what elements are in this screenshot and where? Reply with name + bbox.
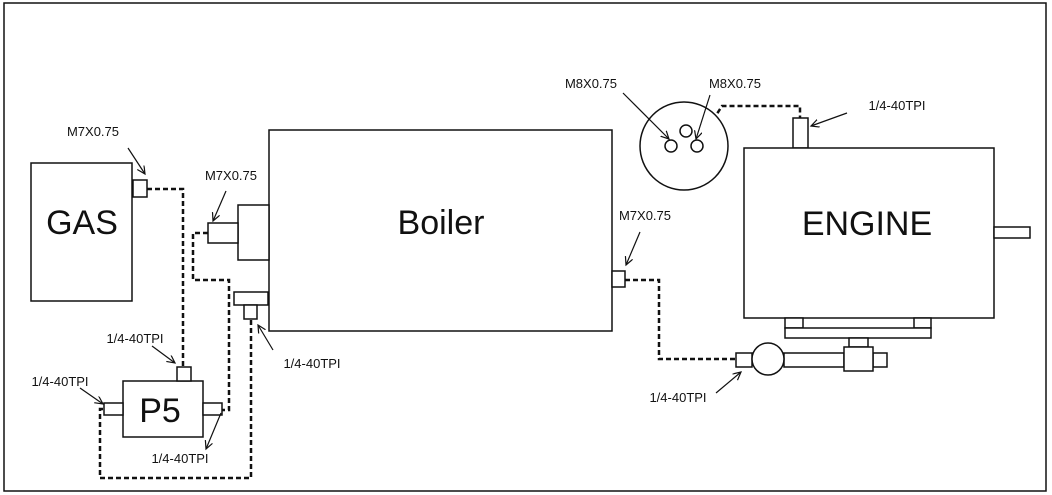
arrow	[206, 412, 222, 449]
arrow	[258, 325, 274, 351]
pump-p5: P5	[103, 366, 223, 438]
boiler-to-pump-tube	[98, 320, 253, 480]
gas-to-pump-tube	[147, 187, 185, 367]
engine-top-label: 1/4-40TPI	[868, 98, 925, 113]
flywheel-right-label: M8X0.75	[709, 76, 761, 91]
oiler	[735, 337, 888, 376]
arrow	[79, 387, 103, 404]
boiler-outlet-connector	[611, 270, 626, 288]
engine-label: ENGINE	[802, 205, 932, 243]
gas-label: GAS	[46, 204, 118, 242]
boiler-bottom-label: 1/4-40TPI	[283, 356, 340, 371]
burner-block	[237, 204, 270, 261]
arrow	[622, 92, 669, 139]
gas-outlet-connector	[132, 179, 148, 198]
pump-top-label: 1/4-40TPI	[106, 331, 163, 346]
pump-left-label: 1/4-40TPI	[31, 374, 88, 389]
oiler-label: 1/4-40TPI	[649, 390, 706, 405]
arrow	[213, 190, 227, 221]
pump-right-label: 1/4-40TPI	[151, 451, 208, 466]
arrow	[715, 372, 741, 394]
arrow	[151, 345, 175, 363]
boiler-outlet-label: M7X0.75	[619, 208, 671, 223]
engine-base	[784, 327, 932, 339]
gas-outlet-label: M7X0.75	[67, 124, 119, 139]
arrow	[626, 231, 641, 265]
flywheel	[639, 101, 729, 191]
engine-top-connector	[792, 117, 809, 149]
tubing	[98, 104, 802, 480]
engine: ENGINE	[743, 117, 1031, 339]
gas-tank: GAS	[30, 162, 148, 302]
arrow	[696, 94, 711, 139]
boiler-burner-label: M7X0.75	[205, 168, 257, 183]
arrow	[127, 147, 145, 174]
flywheel-left-label: M8X0.75	[565, 76, 617, 91]
boiler-label: Boiler	[398, 204, 485, 242]
engine-shaft	[993, 226, 1031, 239]
pump-to-burner-tube	[191, 231, 231, 412]
boiler-to-oiler-tube	[625, 278, 736, 361]
burner-nozzle	[207, 222, 239, 244]
boiler: Boiler	[207, 129, 626, 332]
arrow	[811, 112, 848, 126]
pump-label: P5	[139, 392, 181, 430]
